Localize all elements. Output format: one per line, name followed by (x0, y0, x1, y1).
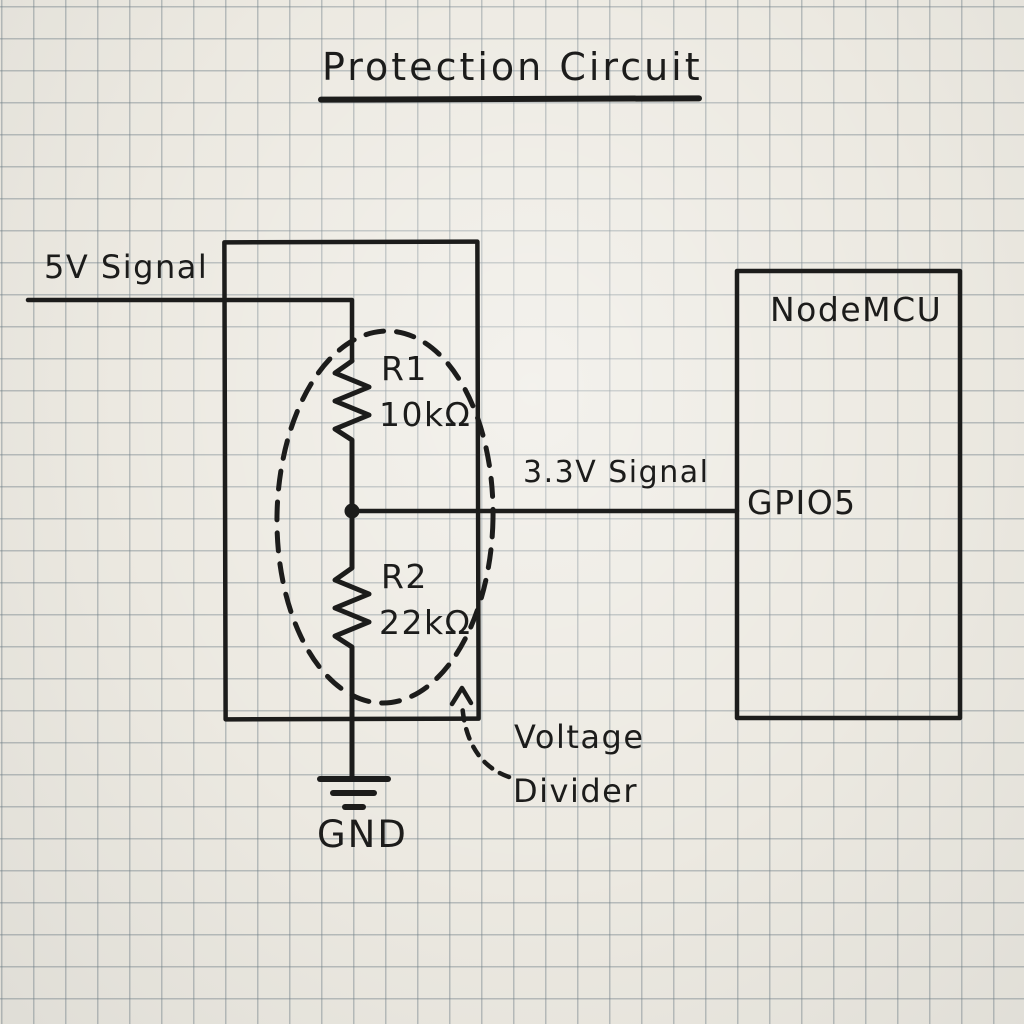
nodemcu-box (734, 268, 963, 721)
r1-name-label: R1 (381, 349, 428, 388)
voltage-divider-annotation-line2: Divider (513, 772, 639, 810)
output-signal-label: 3.3V Signal (523, 455, 710, 490)
voltage-divider-ellipse (274, 328, 496, 706)
input-wire-5v (25, 297, 355, 364)
diagram-title: Protection Circuit (322, 45, 703, 89)
r1-value-label: 10kΩ (379, 395, 472, 434)
gnd-label: GND (317, 813, 408, 856)
r2-value-label: 22kΩ (379, 603, 472, 642)
annotation-arrow-head (449, 685, 474, 707)
resistor-r1 (332, 358, 372, 509)
input-signal-label: 5V Signal (44, 248, 209, 286)
resistor-r2 (332, 513, 372, 782)
ground-symbol (317, 776, 391, 810)
voltage-divider-annotation-line1: Voltage (514, 718, 645, 756)
gpio5-pin-label: GPIO5 (747, 483, 857, 522)
annotation-arrow-curve (459, 700, 512, 780)
nodemcu-label: NodeMCU (770, 290, 943, 329)
r2-name-label: R2 (381, 557, 428, 596)
